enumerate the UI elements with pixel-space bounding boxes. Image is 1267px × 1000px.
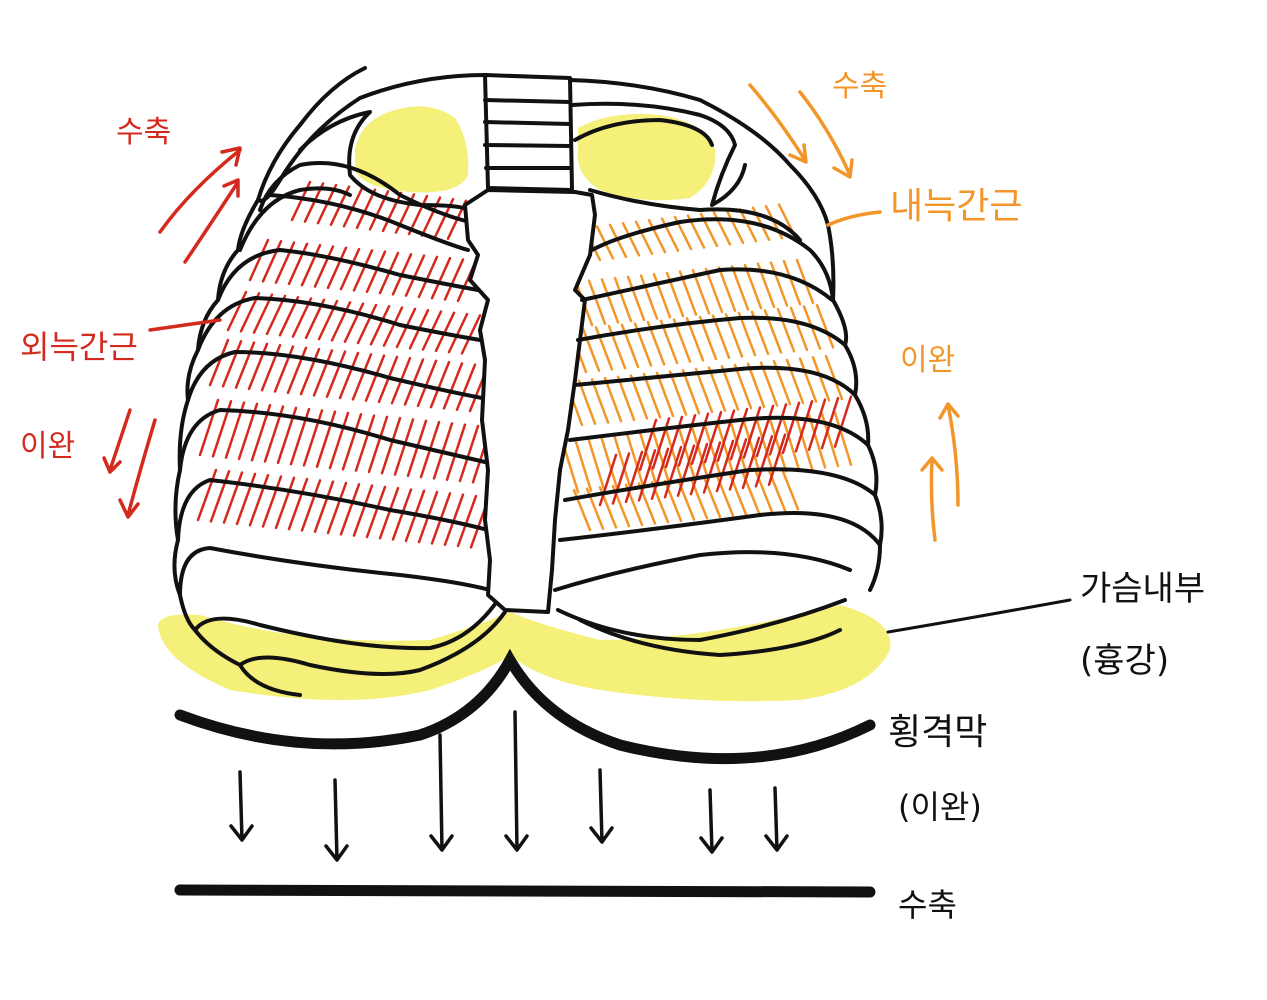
hatch-stroke — [618, 377, 634, 420]
hatch-stroke — [615, 278, 631, 321]
orange-leader-line — [828, 212, 880, 225]
rib-cage — [174, 68, 881, 695]
label-external-intercostal: 외늑간근 — [20, 328, 138, 366]
hatch-stroke — [696, 369, 712, 412]
rib-right-11 — [555, 552, 850, 590]
hatch-stroke — [735, 365, 751, 408]
hatch-stroke — [644, 374, 660, 417]
down-arrow-6 — [701, 790, 722, 852]
red-down-arrow-2 — [120, 420, 155, 517]
cavity-apex-left — [355, 106, 468, 192]
label-external-relax: 이완 — [20, 429, 75, 464]
hatch-stroke — [575, 439, 591, 491]
orange-up-arrow-2 — [940, 404, 958, 505]
diaphragm-contracted-line — [180, 890, 870, 892]
label-diaphragm: 횡격막 — [888, 712, 987, 753]
hatch-stroke — [683, 370, 699, 413]
hatch-stroke — [714, 212, 730, 244]
label-thoracic-cavity-hanja: (흉강) — [1080, 641, 1169, 681]
hatch-stroke — [670, 372, 686, 415]
hatch-stroke — [602, 279, 618, 322]
orange-down-arrow-2 — [800, 92, 852, 177]
hatch-stroke — [709, 368, 725, 411]
label-diaphragm-contract: 수축 — [898, 886, 957, 924]
hatch-stroke — [592, 379, 608, 422]
red-down-arrow-1 — [104, 410, 130, 472]
hatch-stroke — [641, 276, 657, 319]
label-internal-contract: 수축 — [832, 69, 887, 104]
label-internal-relax: 이완 — [900, 343, 955, 378]
hatch-stroke — [791, 308, 807, 350]
down-arrow-1 — [231, 772, 252, 840]
orange-up-arrow-1 — [922, 458, 942, 540]
hatch-stroke — [817, 305, 833, 347]
sternum-body — [465, 190, 595, 612]
label-external-contract: 수축 — [116, 115, 171, 150]
hatch-stroke — [588, 437, 604, 489]
label-internal-intercostal: 내늑간근 — [890, 186, 1022, 227]
hatch-stroke — [800, 359, 816, 402]
down-arrow-3 — [431, 735, 452, 850]
manubrium-line-2 — [485, 122, 570, 124]
down-arrow-4 — [506, 712, 527, 850]
hatch-stroke — [787, 360, 803, 403]
down-arrow-5 — [591, 770, 612, 842]
hatch-stroke — [727, 211, 743, 243]
rib-right-5 — [582, 269, 832, 300]
hatch-stroke — [605, 378, 621, 421]
hatch-stroke — [782, 469, 798, 509]
hatch-stroke — [784, 261, 800, 304]
hatch-stroke — [657, 373, 673, 416]
hatch-stroke — [778, 309, 794, 351]
hatch-stroke — [589, 281, 605, 324]
manubrium — [485, 75, 572, 190]
hatch-stroke — [631, 376, 647, 419]
hatch-stroke — [732, 266, 748, 309]
label-diaphragm-relax: (이완) — [898, 788, 982, 826]
down-arrow-2 — [326, 780, 347, 860]
cavity-leader-line — [888, 600, 1070, 632]
hatch-stroke — [623, 223, 639, 255]
rib-left-10 — [180, 548, 490, 595]
rib-left-4 — [240, 188, 468, 250]
hatch-stroke — [706, 269, 722, 312]
diaphragm-down-arrows — [231, 712, 787, 860]
hatch-stroke — [719, 268, 735, 311]
rib-left-9 — [178, 480, 488, 540]
red-up-arrow-1 — [160, 148, 240, 232]
hatch-stroke — [636, 222, 652, 254]
manubrium-line-1 — [485, 100, 570, 102]
hatch-stroke — [771, 263, 787, 306]
label-thoracic-cavity: 가슴내부 — [1080, 569, 1205, 609]
hatch-stroke — [579, 381, 595, 424]
internal-intercostal-hatch — [562, 205, 851, 530]
hatch-stroke — [722, 366, 738, 409]
hatch-stroke — [628, 277, 644, 320]
down-arrow-7 — [766, 788, 787, 850]
manubrium-line-3 — [485, 145, 570, 146]
